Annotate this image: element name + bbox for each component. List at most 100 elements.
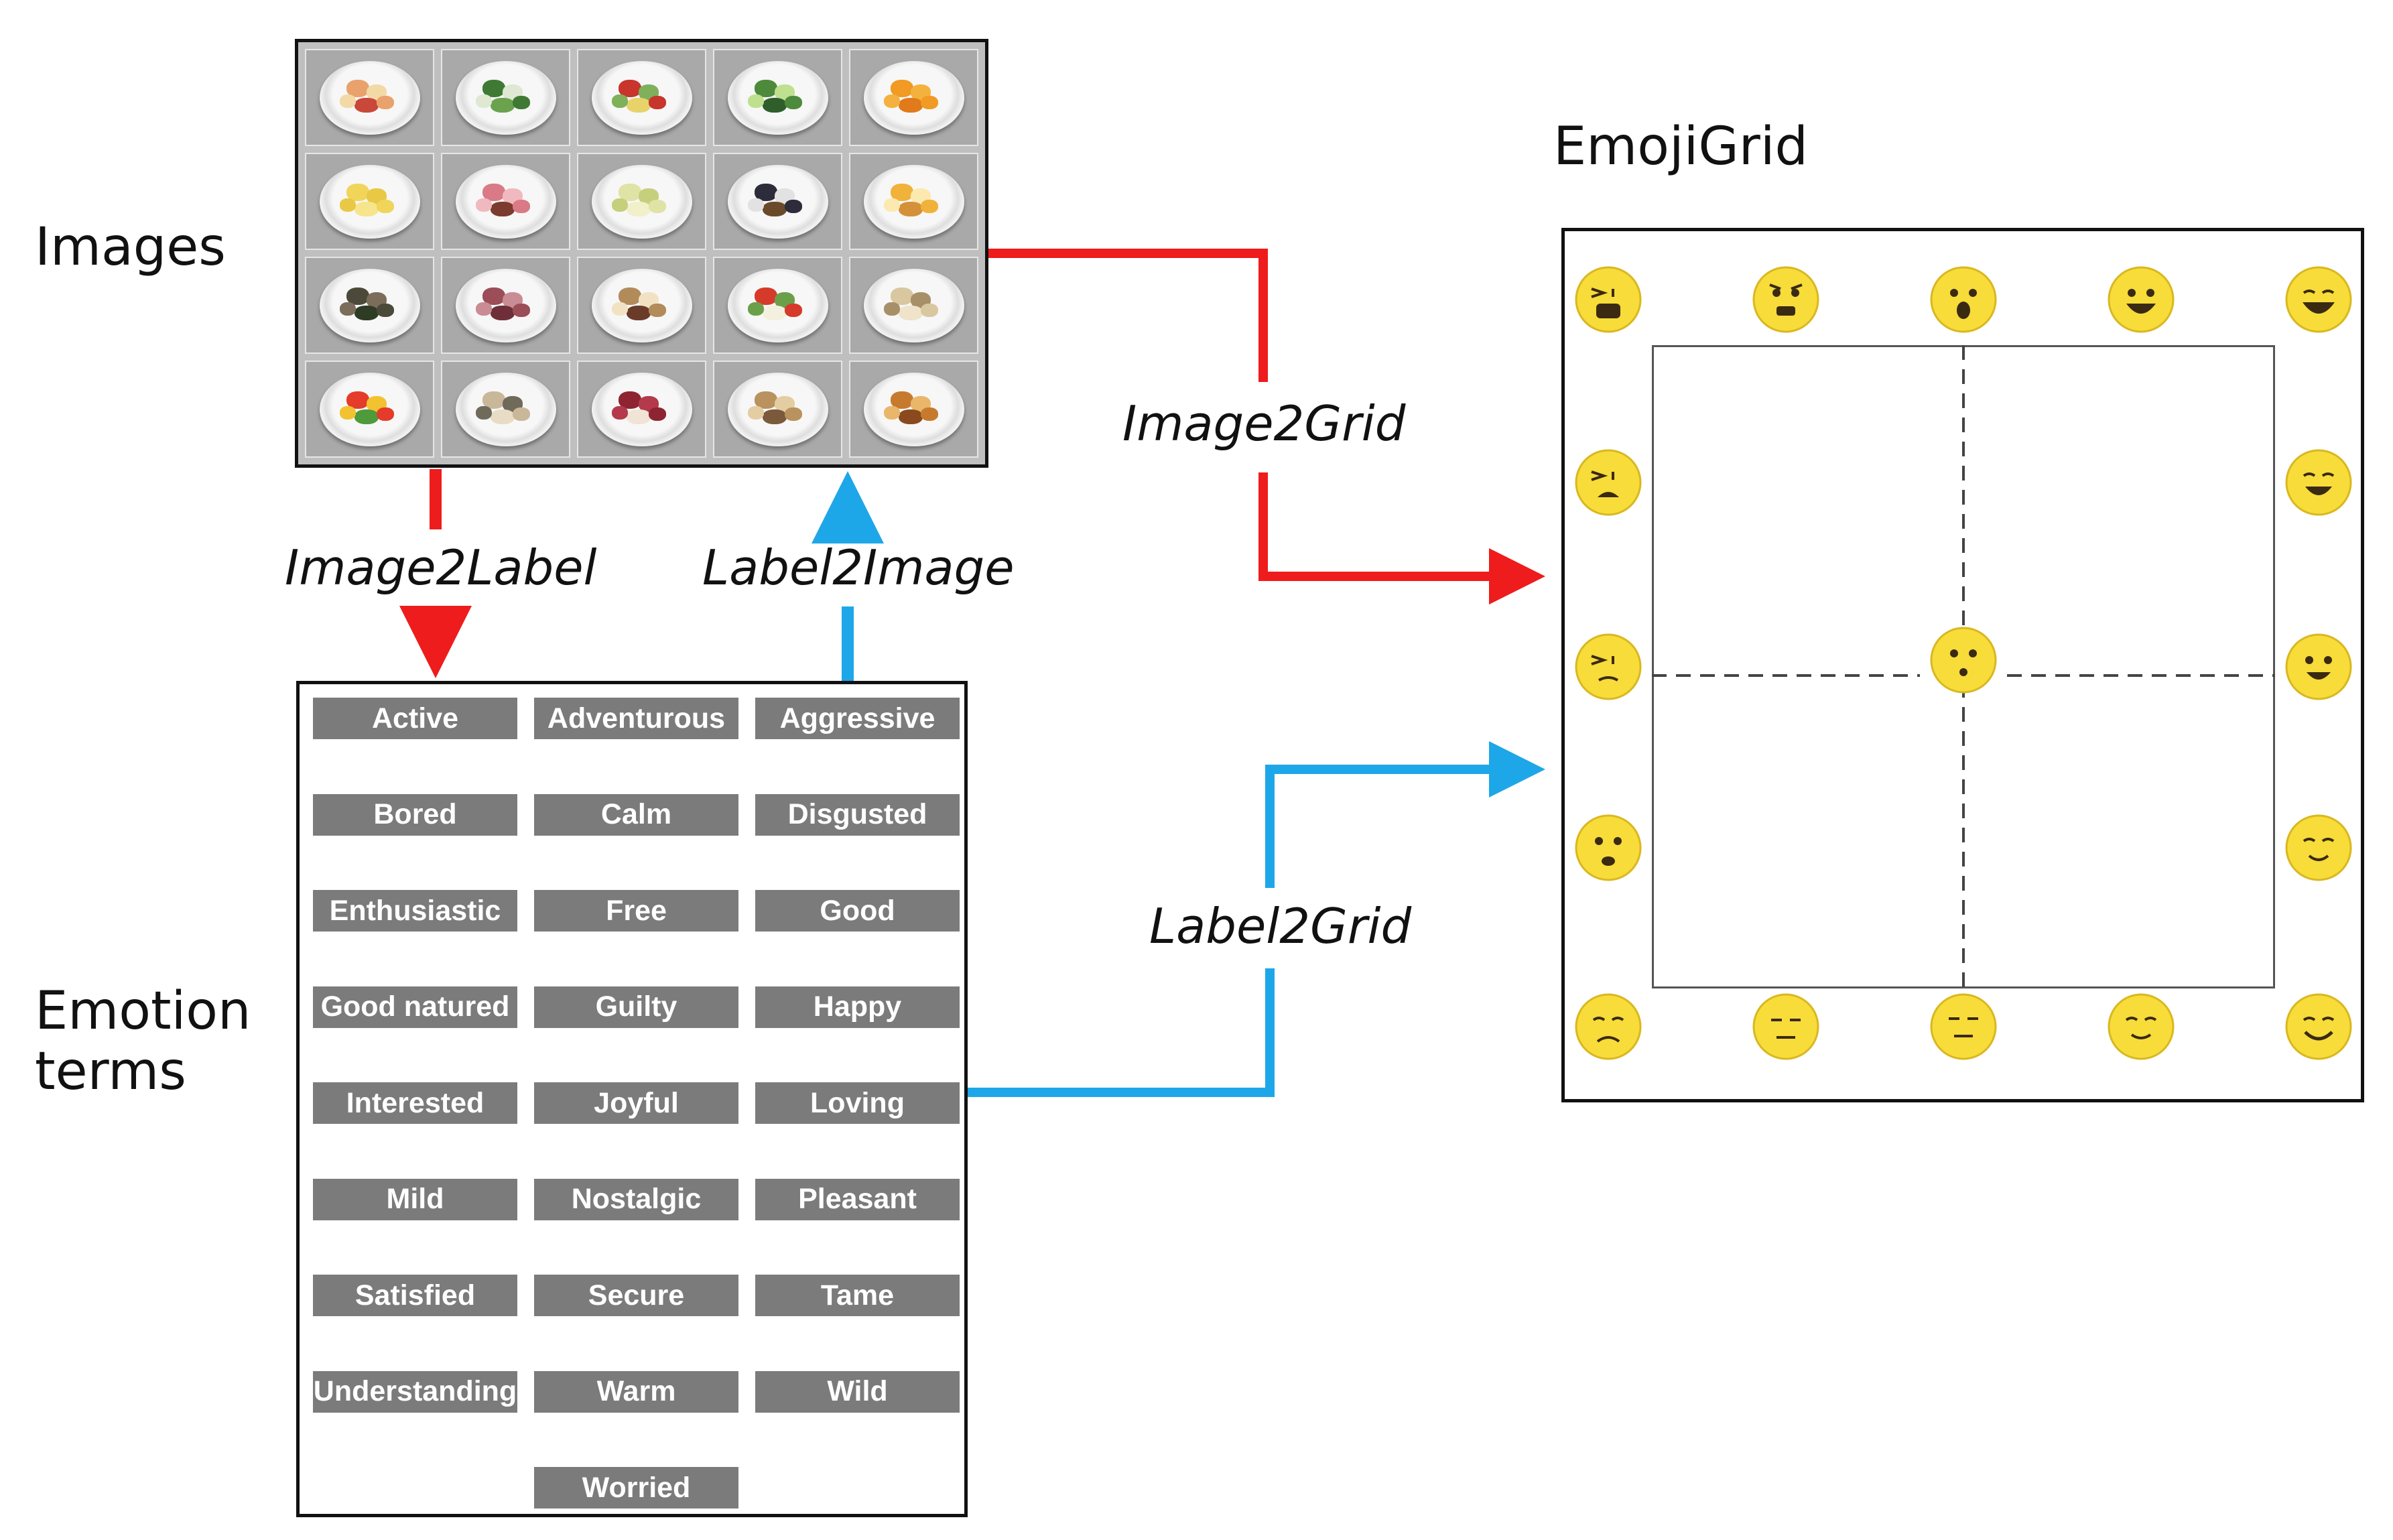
food-piece — [747, 405, 764, 420]
food-piece — [898, 97, 923, 113]
hushed-face-icon — [1929, 625, 1998, 695]
food-image-nuts-mix — [713, 361, 842, 458]
food-piece — [339, 198, 356, 212]
emotion-term-enthusiastic: Enthusiastic — [313, 890, 517, 932]
food-piece — [512, 95, 530, 109]
sad-face-icon — [1573, 992, 1643, 1062]
food-image-pineapple-rings — [305, 153, 434, 250]
food-piece — [920, 407, 938, 421]
food-image-seafood-mix — [441, 361, 570, 458]
emotion-term-happy: Happy — [755, 986, 960, 1028]
screaming-face-icon — [1573, 265, 1643, 334]
emojigrid-panel — [1561, 228, 2364, 1102]
food-piece — [346, 79, 369, 97]
food-piece — [754, 287, 777, 305]
happy-face-icon — [2284, 992, 2353, 1062]
food-piece — [898, 201, 923, 216]
relieved-face-icon — [2284, 813, 2353, 883]
emotion-term-secure: Secure — [534, 1275, 738, 1316]
tired-face-icon — [1573, 448, 1643, 517]
plate — [319, 60, 420, 135]
plate — [591, 60, 692, 135]
emotion-term-understanding: Understanding — [313, 1370, 517, 1413]
neutral-face-icon — [1751, 992, 1821, 1062]
food-piece — [512, 407, 530, 421]
food-piece — [354, 305, 379, 320]
food-piece — [784, 303, 802, 317]
emojigrid-title: EmojiGrid — [1553, 117, 1809, 177]
plate — [863, 268, 964, 342]
food-piece — [648, 407, 666, 421]
food-piece — [754, 183, 777, 201]
plate — [863, 372, 964, 446]
food-piece — [762, 409, 787, 424]
plate — [319, 164, 420, 239]
astonished-face-icon — [1929, 265, 1998, 334]
food-piece — [754, 79, 777, 97]
image2grid-arrow-top — [988, 249, 1268, 382]
food-piece — [747, 302, 764, 316]
emotion-terms-label: Emotion terms — [35, 981, 251, 1102]
food-piece — [346, 183, 369, 201]
food-piece — [339, 405, 356, 420]
food-piece — [626, 409, 651, 424]
plate — [863, 164, 964, 239]
plate — [455, 372, 556, 446]
plate — [591, 164, 692, 239]
food-piece — [747, 94, 764, 108]
frowning-face-icon — [1573, 813, 1643, 883]
food-image-mushrooms — [577, 257, 706, 354]
food-piece — [339, 302, 356, 316]
food-image-salami — [441, 257, 570, 354]
food-image-mixed-olives — [713, 153, 842, 250]
food-piece — [784, 199, 802, 213]
food-piece — [482, 287, 505, 305]
food-image-red-meat — [577, 361, 706, 458]
food-image-melon-cubes — [577, 153, 706, 250]
food-piece — [482, 79, 505, 97]
emotion-term-calm: Calm — [534, 793, 738, 836]
food-piece — [339, 94, 356, 108]
food-piece — [482, 391, 505, 409]
beaming-face-icon — [2284, 265, 2353, 334]
emotion-term-tame: Tame — [755, 1275, 960, 1316]
food-piece — [747, 198, 764, 212]
emotion-term-warm: Warm — [534, 1370, 738, 1413]
food-piece — [475, 198, 492, 212]
emotion-term-worried: Worried — [534, 1467, 738, 1509]
emotion-term-mild: Mild — [313, 1178, 517, 1220]
plate — [455, 164, 556, 239]
food-piece — [626, 305, 651, 320]
food-image-eggs — [849, 153, 978, 250]
food-images-grid — [295, 39, 988, 468]
food-piece — [376, 303, 394, 317]
food-piece — [890, 183, 913, 201]
plate — [591, 268, 692, 342]
food-image-strawberry-salad — [713, 257, 842, 354]
image2label-label: Image2Label — [285, 539, 597, 596]
food-piece — [920, 303, 938, 317]
food-image-apple-slices — [305, 49, 434, 146]
emotion-term-loving: Loving — [755, 1082, 960, 1124]
food-piece — [883, 94, 900, 108]
food-piece — [376, 95, 394, 109]
food-piece — [762, 97, 787, 113]
food-piece — [754, 391, 777, 409]
expressionless-face-icon — [1929, 992, 1998, 1062]
plate — [727, 268, 828, 342]
food-piece — [611, 198, 628, 212]
food-piece — [611, 302, 628, 316]
food-piece — [898, 409, 923, 424]
food-piece — [920, 95, 938, 109]
emotion-term-good-natured: Good natured — [313, 986, 517, 1028]
food-piece — [475, 405, 492, 420]
image2grid-arrow-bottom — [1258, 472, 1545, 604]
plate — [591, 372, 692, 446]
food-piece — [354, 409, 379, 424]
plate — [727, 60, 828, 135]
food-piece — [898, 305, 923, 320]
smiling-face-icon — [2284, 632, 2353, 702]
emotion-term-interested: Interested — [313, 1082, 517, 1124]
food-piece — [618, 287, 641, 305]
